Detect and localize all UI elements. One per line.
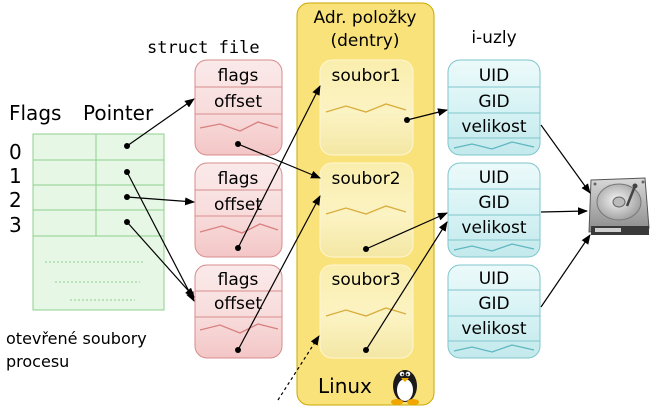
arrow-inode3-disk: [540, 234, 591, 308]
inode-2-uid: UID: [479, 168, 510, 188]
struct-file-title: struct file: [147, 38, 260, 58]
arrows: [126, 85, 591, 401]
dentry-footer: Linux: [318, 374, 372, 398]
inode-title: i-uzly: [471, 28, 516, 48]
arrow-dentry3-inode2: [365, 221, 448, 351]
fd-index-2: 2: [9, 188, 22, 212]
file-entry-3: flags offset: [194, 264, 283, 359]
fd-table-grid: [32, 133, 165, 311]
fd-header-flags: Flags: [9, 101, 61, 125]
dentry-2-name: soubor2: [331, 169, 400, 189]
tux-penguin-icon: [391, 370, 419, 405]
arrow-fd1-file3: [126, 171, 195, 302]
arrow-fd3-file3: [126, 221, 195, 298]
arrow-inode2-disk: [540, 207, 588, 216]
file-entry-2: flags offset: [194, 162, 283, 258]
dentry-1-name: soubor1: [331, 66, 400, 86]
inode-3-size: velikost: [461, 319, 526, 339]
arrow-file1-dentry2: [237, 143, 321, 179]
arrow-dentry2-inode2: [365, 212, 448, 250]
arrow-dashed-incoming: [277, 335, 320, 401]
hard-disk-icon: [588, 177, 650, 235]
inode-1-gid: GID: [478, 92, 509, 112]
inode-entry-3: UID GID velikost: [447, 264, 541, 359]
arrow-file3-dentry2: [237, 195, 321, 351]
dentry-entry-3: soubor3: [319, 264, 414, 359]
file-3-offset: offset: [214, 294, 262, 314]
inode-entry-2: UID GID velikost: [447, 162, 541, 258]
dentry-entry-2: soubor2: [319, 162, 414, 258]
struct-file-column: struct file flags offset flags offset fl…: [147, 38, 283, 359]
fd-index-3: 3: [9, 213, 22, 237]
inode-entry-1: UID GID velikost: [447, 59, 541, 156]
file-1-offset: offset: [214, 92, 262, 112]
fd-index-1: 1: [9, 164, 22, 188]
inode-2-size: velikost: [461, 218, 526, 238]
dentry-entry-1: soubor1: [319, 59, 414, 156]
dentry-title-line1: Adr. položky: [314, 8, 417, 28]
fd-caption-line2: procesu: [6, 352, 69, 371]
arrow-fd2-file2: [126, 196, 195, 206]
fd-index-0: 0: [9, 140, 22, 164]
inode-3-uid: UID: [479, 269, 510, 289]
inode-3-gid: GID: [478, 294, 509, 314]
fd-header-pointer: Pointer: [83, 101, 154, 125]
arrow-inode1-disk: [540, 124, 591, 194]
file-3-flags: flags: [218, 270, 259, 290]
dentry-panel: Adr. položky (dentry) soubor1 soubor2 so…: [296, 2, 435, 406]
file-2-flags: flags: [218, 169, 259, 189]
inode-1-size: velikost: [461, 117, 526, 137]
file-entry-1: flags offset: [194, 59, 283, 156]
file-1-flags: flags: [218, 66, 259, 86]
arrow-file2-dentry1: [237, 85, 321, 249]
inode-2-gid: GID: [478, 193, 509, 213]
arrow-fd0-file1: [126, 98, 195, 147]
arrow-dentry1-inode1: [406, 108, 448, 121]
dentry-3-name: soubor3: [331, 270, 400, 290]
fd-table: Flags Pointer 0 1 2 3 otevřené soubory p…: [6, 101, 165, 371]
dentry-title-line2: (dentry): [330, 31, 399, 51]
fd-caption-line1: otevřené soubory: [6, 329, 147, 348]
inode-column: i-uzly UID GID velikost UID GID velikost: [447, 28, 541, 359]
inode-1-uid: UID: [479, 66, 510, 86]
file-2-offset: offset: [214, 195, 262, 215]
